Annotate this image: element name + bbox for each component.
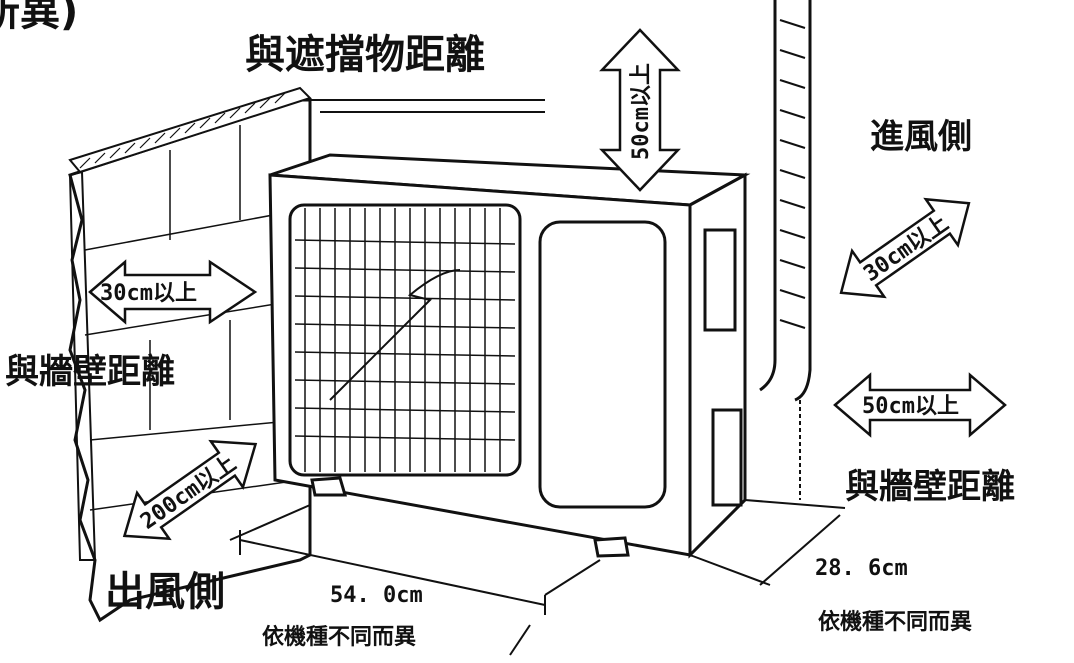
intake-clearance-text: 30cm以上 — [859, 211, 953, 287]
width-dimension: 54. 0cm — [330, 583, 423, 608]
refrigerant-pipe — [759, 0, 812, 500]
intake-clearance-arrow: 30cm以上 — [839, 197, 971, 299]
varies-note-left: 依機種不同而異 — [262, 625, 417, 650]
intake-side-label: 進風側 — [870, 117, 972, 157]
varies-note-right: 依機種不同而異 — [818, 610, 973, 635]
obstacle-distance-label: 與遮擋物距離 — [245, 32, 485, 78]
wall-distance-right-label: 與牆壁距離 — [845, 467, 1015, 507]
top-clearance-text: 50cm以上 — [629, 63, 654, 160]
fan-grille — [294, 208, 516, 472]
wall-distance-left-label: 與牆壁距離 — [5, 352, 175, 392]
right-wall-clearance-text: 50cm以上 — [862, 394, 959, 419]
dimension-lines — [229, 499, 846, 656]
depth-dimension: 28. 6cm — [815, 556, 908, 581]
outlet-side-label: 出風側 — [105, 569, 225, 615]
right-wall-clearance-arrow: 50cm以上 — [833, 372, 1007, 438]
left-wall-clearance-text: 30cm以上 — [100, 281, 197, 306]
wall — [68, 86, 545, 623]
left-wall-clearance-arrow: 30cm以上 — [88, 259, 258, 325]
top-clearance-arrow: 50cm以上 — [599, 28, 681, 192]
top-clipped-text: 所異) — [0, 0, 79, 35]
